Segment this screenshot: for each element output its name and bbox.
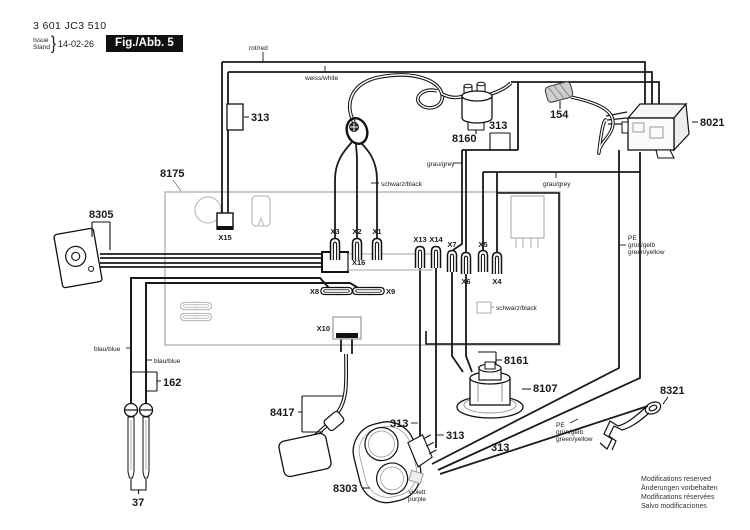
label-8175: 8175 <box>160 168 184 180</box>
label-purple: purple <box>408 496 426 503</box>
wires <box>100 61 660 475</box>
title-block: 3 601 JC3 510 Issue Stand } 14-02-26 Fig… <box>33 20 183 55</box>
label-313-clip: 313 <box>251 112 269 124</box>
label-8321: 8321 <box>660 385 684 397</box>
label-schwarz-black-top: schwarz/black <box>381 181 423 188</box>
label-rot-red: rot/red <box>249 45 268 52</box>
issue-label: Issue <box>33 36 49 44</box>
wire-grau-b <box>482 171 640 252</box>
label-x7: X7 <box>447 240 456 249</box>
cord-clamp <box>345 117 369 145</box>
label-pe-right-1: PE <box>628 235 637 242</box>
label-x6: X6 <box>461 277 470 286</box>
label-blau-blue-left: blau/blue <box>94 346 121 353</box>
label-pe-right-3: green/yellow <box>628 249 665 256</box>
figure-badge: Fig./Abb. 5 <box>106 35 183 52</box>
label-313-b: 313 <box>446 430 464 442</box>
sleeve-violett <box>408 469 424 485</box>
label-x1: X1 <box>372 227 381 236</box>
connector-154 <box>544 81 574 109</box>
wires-pump <box>451 272 473 373</box>
ground-strap-8321 <box>599 396 669 451</box>
label-pe-bottom-1: PE <box>556 422 565 429</box>
wire-to-x15 <box>221 62 229 214</box>
wire-diag-2 <box>437 152 641 471</box>
label-grau-grey-left: grau/grey <box>427 161 455 168</box>
label-pe-bottom-2: grün/gelb <box>556 429 583 436</box>
label-x14: X14 <box>429 235 443 244</box>
cable-clip-313 <box>226 103 244 131</box>
wire-brush-left <box>130 277 330 404</box>
footer-line-4: Salvo modificaciones <box>641 503 707 510</box>
labels: 8175 8305 313 8160 313 154 8021 8161 810… <box>89 45 724 510</box>
wire-brush-right <box>145 282 361 404</box>
pump-8107 <box>456 361 531 419</box>
lamp-8417 <box>278 395 345 478</box>
stand-label: Stand <box>33 43 50 51</box>
label-x5: X5 <box>478 240 487 249</box>
label-pe-bottom-3: green/yellow <box>556 436 593 443</box>
label-leader-8175 <box>172 179 182 192</box>
label-x3: X3 <box>330 227 339 236</box>
label-schwarz-black-box: schwarz/black <box>496 305 538 312</box>
label-violett: violett <box>409 489 426 496</box>
label-37: 37 <box>132 497 144 509</box>
connector-x15 <box>216 212 234 230</box>
wire-diag-pe-8321 <box>439 405 649 475</box>
label-leaders <box>126 52 626 486</box>
label-x2: X2 <box>352 227 361 236</box>
label-x4: X4 <box>492 277 502 286</box>
footer-line-2: Änderungen vorbehalten <box>641 484 718 492</box>
label-8305: 8305 <box>89 209 113 221</box>
label-162: 162 <box>163 377 181 389</box>
label-154: 154 <box>550 109 569 121</box>
wires-x10-stubs <box>340 339 353 354</box>
label-x16: X16 <box>352 258 365 267</box>
wire-x1-up <box>360 142 378 238</box>
wire-weiss-white <box>228 71 653 105</box>
wire-x3-up <box>334 141 353 238</box>
label-x10: X10 <box>317 324 330 333</box>
label-x9: X9 <box>386 287 395 296</box>
label-weiss-white: weiss/white <box>304 75 339 82</box>
issue-date: 14-02-26 <box>58 38 95 49</box>
label-x8: X8 <box>310 287 319 296</box>
footer-line-3: Modifications réservées <box>641 494 715 501</box>
bearing-plate-8305 <box>53 221 111 289</box>
label-pe-right-2: grün/gelb <box>628 242 655 249</box>
label-x15: X15 <box>218 233 231 242</box>
switch-8021 <box>621 102 698 159</box>
label-8160: 8160 <box>452 133 476 145</box>
wire-diag-1 <box>431 150 620 465</box>
footer-line-1: Modifications reserved <box>641 476 711 483</box>
label-blau-blue-right: blau/blue <box>154 358 181 365</box>
label-8021: 8021 <box>700 117 724 129</box>
switch-housing-outline <box>425 192 560 345</box>
label-8107: 8107 <box>533 383 557 395</box>
bracket-313-mid <box>489 132 511 150</box>
brace-glyph: } <box>51 32 57 55</box>
bracket-162 <box>131 371 161 392</box>
label-313-a: 313 <box>390 418 408 430</box>
issue-stand-label: Issue Stand <box>33 37 50 51</box>
wire-rot-red <box>222 61 646 105</box>
label-8303: 8303 <box>333 483 357 495</box>
motor-housing-outline <box>164 191 561 346</box>
wire-x2-up <box>355 143 358 238</box>
part-number: 3 601 JC3 510 <box>33 20 107 32</box>
carbon-brushes-37 <box>123 371 161 494</box>
label-313-mid: 313 <box>489 120 507 132</box>
wires-x13-x14-down <box>419 268 437 452</box>
label-x13: X13 <box>413 235 426 244</box>
wire-third-top <box>511 81 660 105</box>
wires-8305-to-x16 <box>100 253 322 268</box>
label-8417: 8417 <box>270 407 294 419</box>
label-grau-grey-right: grau/grey <box>543 181 571 188</box>
connector-x10 <box>332 316 362 340</box>
label-313-c: 313 <box>491 442 509 454</box>
capacitor-8160 <box>461 81 493 134</box>
module-8303 <box>352 421 437 504</box>
label-8161: 8161 <box>504 355 528 367</box>
